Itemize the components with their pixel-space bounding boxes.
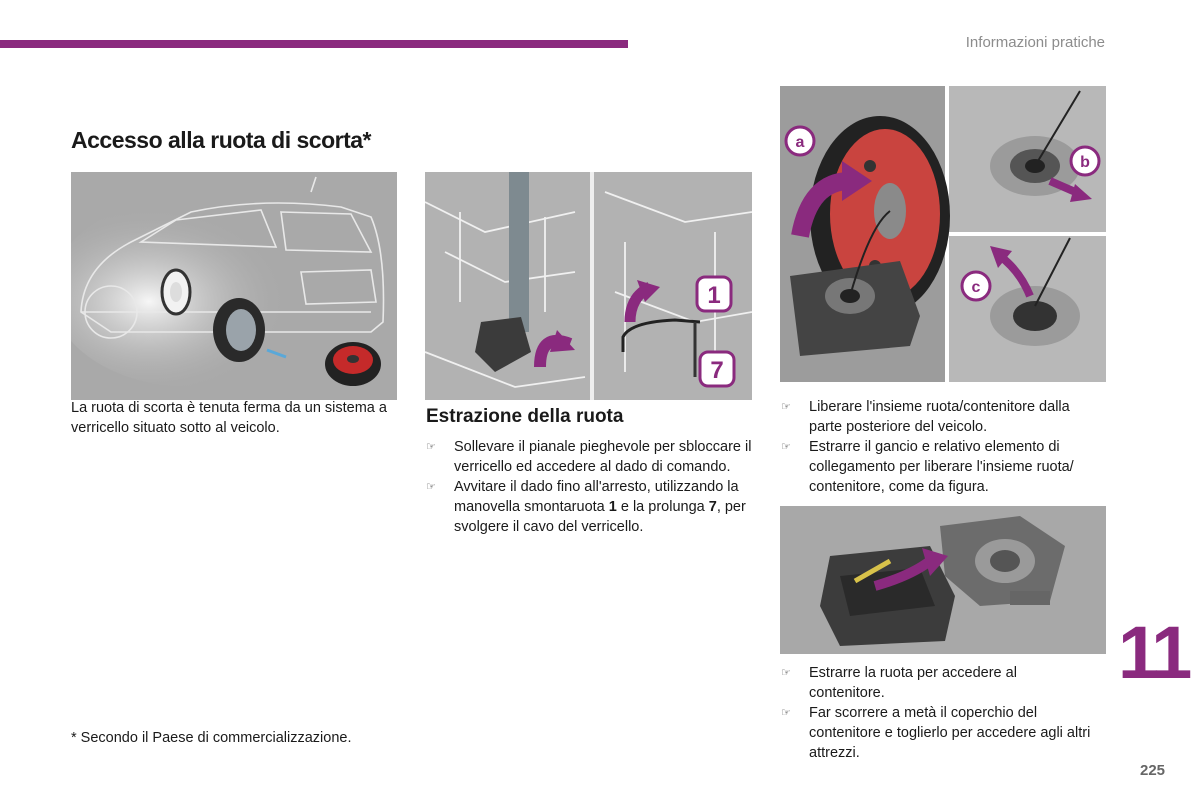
tool-container-illustration (780, 506, 1106, 654)
callout-a-label: a (796, 134, 805, 151)
callout-b-icon: b (1069, 145, 1101, 177)
section-label: Informazioni pratiche (965, 34, 1105, 51)
callout-c-label: c (972, 279, 981, 296)
wheel-release-illustration: a b c (780, 86, 1106, 382)
intro-text: La ruota di scorta è tenuta ferma da un … (71, 400, 387, 436)
container-list: ☞Estrarre la ruota per accedere al conte… (781, 663, 1091, 763)
pointing-hand-icon: ☞ (781, 401, 791, 413)
extraction-list: ☞Sollevare il pianale pieghevole per sbl… (426, 437, 752, 537)
chapter-number: 11 (1118, 611, 1192, 694)
release-list: ☞Liberare l'insieme ruota/contenitore da… (781, 397, 1101, 497)
crank-callout-label: 1 (707, 282, 720, 309)
pointing-hand-icon: ☞ (781, 707, 791, 719)
pointing-hand-icon: ☞ (426, 481, 436, 493)
crank-callout-icon: 1 (695, 275, 733, 313)
list-item: ☞Sollevare il pianale pieghevole per sbl… (426, 439, 752, 475)
list-item: ☞Estrarre la ruota per accedere al conte… (781, 665, 1017, 701)
list-item: ☞Avvitare il dado fino all'arresto, util… (426, 479, 746, 535)
callout-a-icon: a (784, 125, 816, 157)
extraction-heading: Estrazione della ruota (426, 406, 624, 427)
floor-crank-illustration: 1 7 (425, 172, 752, 400)
callout-b-label: b (1080, 154, 1090, 171)
list-item: ☞Liberare l'insieme ruota/contenitore da… (781, 399, 1070, 435)
extension-callout-icon: 7 (698, 350, 736, 388)
pointing-hand-icon: ☞ (781, 667, 791, 679)
page-title: Accesso alla ruota di scorta* (71, 127, 371, 153)
footnote: * Secondo il Paese di commercializzazion… (71, 730, 352, 746)
list-item: ☞Far scorrere a metà il coperchio del co… (781, 705, 1091, 761)
header-accent-bar (0, 40, 628, 48)
callout-c-icon: c (960, 270, 992, 302)
page-number: 225 (1140, 762, 1166, 779)
car-illustration (71, 172, 397, 400)
list-item: ☞Estrarre il gancio e relativo elemento … (781, 439, 1074, 495)
pointing-hand-icon: ☞ (426, 441, 436, 453)
pointing-hand-icon: ☞ (781, 441, 791, 453)
extension-callout-label: 7 (710, 357, 723, 384)
